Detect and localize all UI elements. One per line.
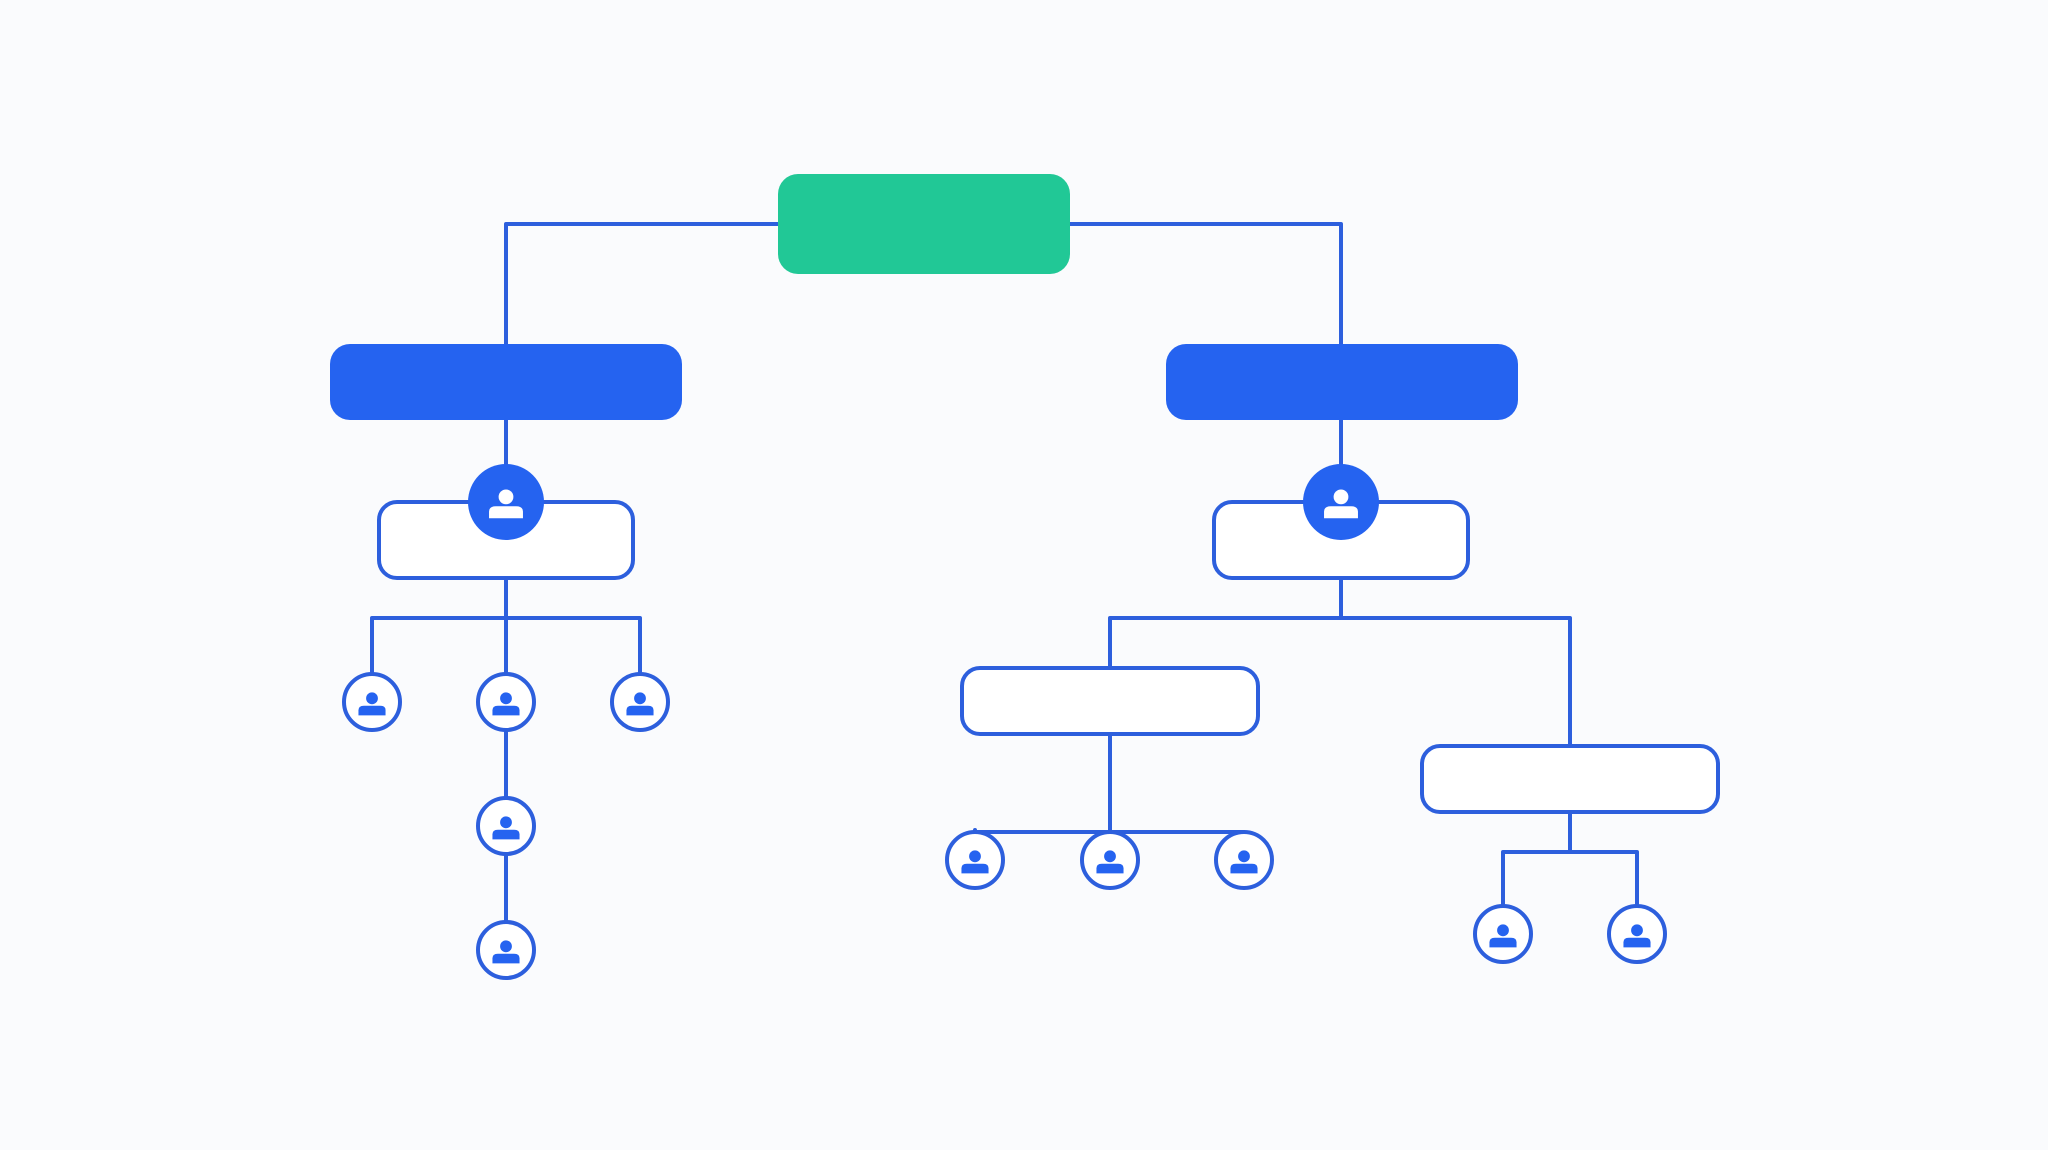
root-node[interactable] (778, 174, 1070, 274)
person-icon (626, 692, 654, 716)
person-icon (1489, 924, 1517, 948)
link-left-manager-to-members (370, 616, 642, 674)
link-right-manager-to-subteams (1108, 616, 1572, 748)
person-icon (1096, 850, 1124, 874)
right-branch-node[interactable] (1166, 344, 1518, 420)
subteam-a-card[interactable] (960, 666, 1260, 736)
person-icon (358, 692, 386, 716)
link-root-to-left-branch (504, 222, 780, 347)
left-team-member-2[interactable] (476, 672, 536, 732)
link-root-to-right-branch (1068, 222, 1343, 347)
person-icon (492, 940, 520, 964)
subteam-a-member-2[interactable] (1080, 830, 1140, 890)
left-branch-node[interactable] (330, 344, 682, 420)
subteam-b-member-1[interactable] (1473, 904, 1533, 964)
person-icon (1623, 924, 1651, 948)
person-icon (492, 692, 520, 716)
person-icon (492, 816, 520, 840)
person-icon (1230, 850, 1258, 874)
left-team-member-1[interactable] (342, 672, 402, 732)
left-team-member-4[interactable] (476, 796, 536, 856)
subteam-b-member-2[interactable] (1607, 904, 1667, 964)
person-icon (961, 850, 989, 874)
subteam-a-member-1[interactable] (945, 830, 1005, 890)
left-team-member-5[interactable] (476, 920, 536, 980)
left-manager-avatar[interactable] (468, 464, 544, 540)
link-subteam-b-to-members (1501, 850, 1639, 906)
left-team-member-3[interactable] (610, 672, 670, 732)
person-icon (1324, 489, 1358, 519)
right-manager-avatar[interactable] (1303, 464, 1379, 540)
person-icon (489, 489, 523, 519)
connector-lines (370, 222, 1639, 944)
subteam-a-member-3[interactable] (1214, 830, 1274, 890)
chart-nodes (330, 174, 1720, 980)
subteam-b-card[interactable] (1420, 744, 1720, 814)
